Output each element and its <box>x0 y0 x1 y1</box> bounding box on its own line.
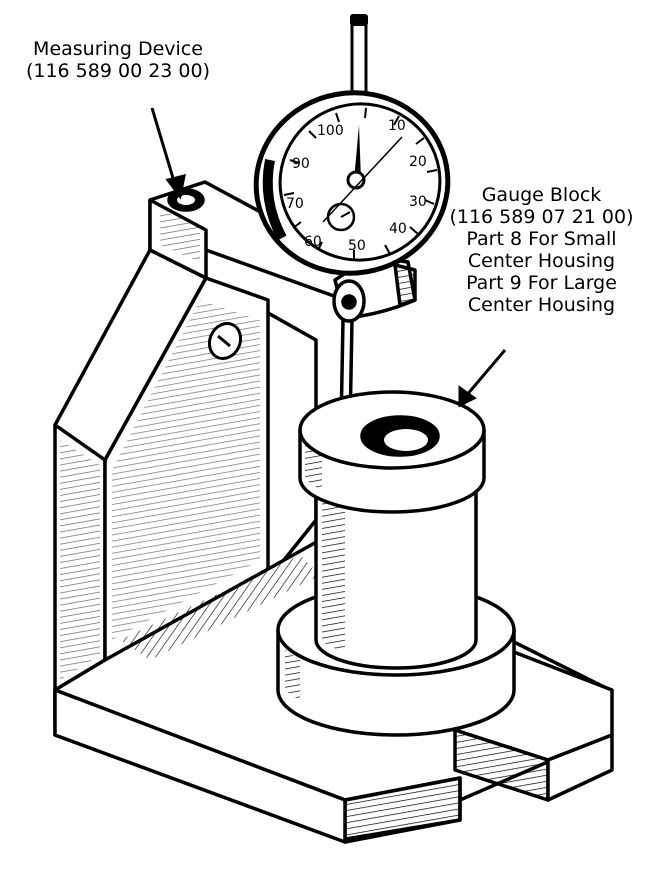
gauge-block-part-number: (116 589 07 21 00) <box>449 206 634 228</box>
measuring-device-arrowhead <box>165 173 186 200</box>
measuring-device-callout: Measuring Device (116 589 00 23 00) <box>0 38 236 82</box>
measuring-device-leader <box>150 107 178 189</box>
gauge-block-callout: Gauge Block (116 589 07 21 00) Part 8 Fo… <box>422 184 661 316</box>
gauge-block-note-large-2: Center Housing <box>467 294 616 316</box>
measuring-device-part-number: (116 589 00 23 00) <box>25 60 211 82</box>
dial-numeral-60: 60 <box>304 234 322 250</box>
dial-numeral-30: 30 <box>409 194 427 210</box>
gauge-block-note-small-2: Center Housing <box>467 250 616 272</box>
gauge-block-note-small: Part 8 For Small <box>466 228 617 250</box>
gauge-block-name: Gauge Block <box>481 184 602 206</box>
gauge-block <box>276 390 516 737</box>
dial-numeral-90: 90 <box>292 156 310 172</box>
measuring-device-name: Measuring Device <box>33 38 203 60</box>
dial-numeral-50: 50 <box>348 238 366 254</box>
gauge-block-arrowhead <box>458 385 477 408</box>
dial-numeral-40: 40 <box>389 221 407 237</box>
dial-ticks <box>283 107 438 260</box>
dial-numeral-100: 100 <box>317 123 344 139</box>
gauge-block-leader <box>464 349 507 397</box>
gauge-block-note-large: Part 9 For Large <box>466 272 617 294</box>
leader-arrows <box>150 107 507 408</box>
dial-numeral-20: 20 <box>409 154 427 170</box>
column-screw <box>207 321 243 361</box>
dial-numeral-10: 10 <box>388 118 406 134</box>
dial-numeral-70: 70 <box>286 196 304 212</box>
dial-indicator: 100 10 20 30 40 50 60 70 90 <box>253 14 451 276</box>
